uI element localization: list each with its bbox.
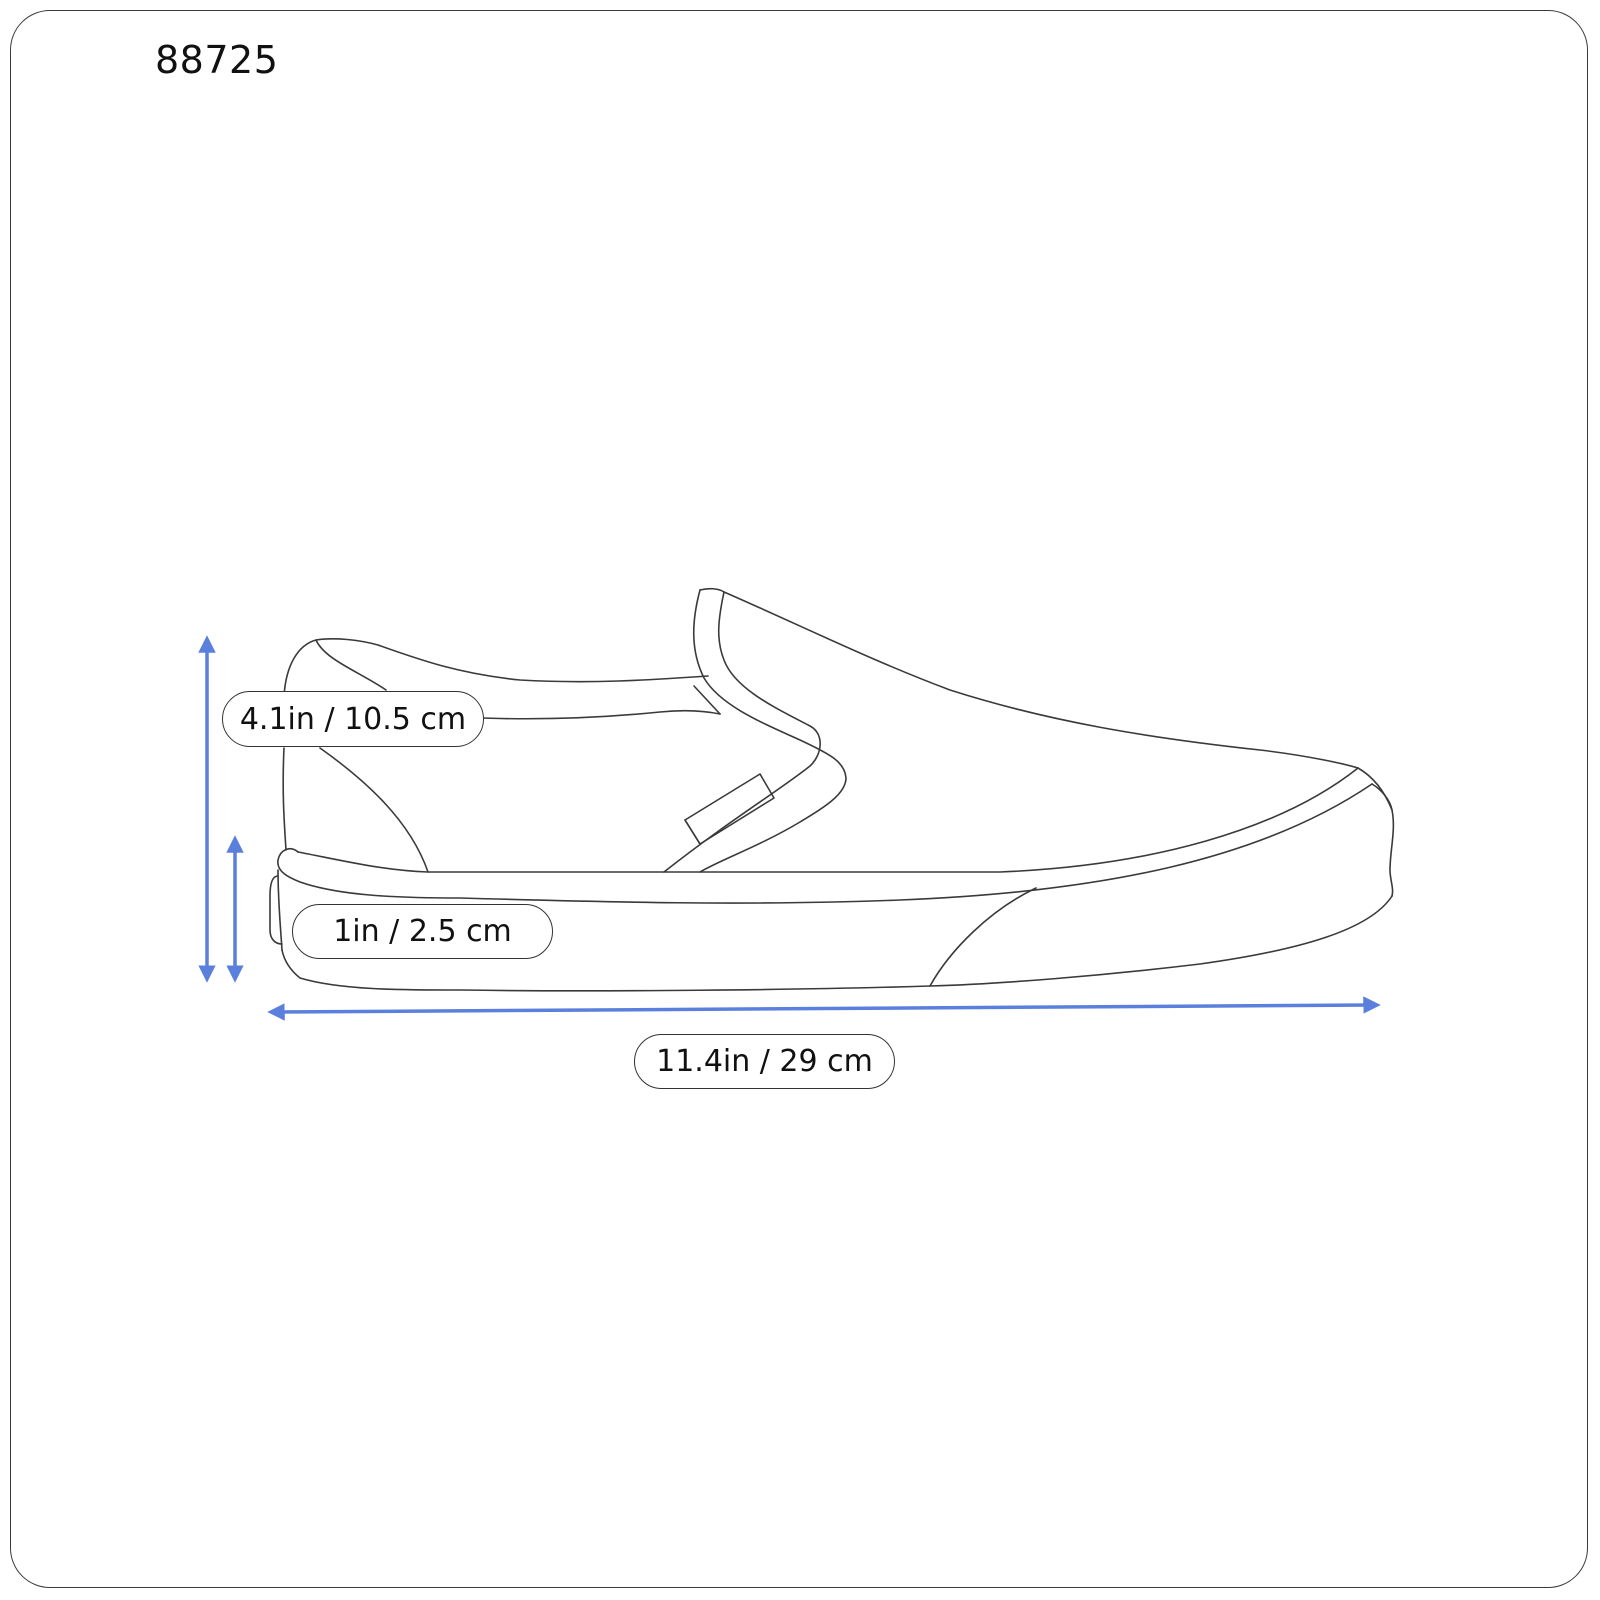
- sole-height-label: 1in / 2.5 cm: [292, 904, 553, 959]
- length-label: 11.4in / 29 cm: [634, 1034, 895, 1089]
- shoe-icon: [269, 587, 1395, 992]
- card-frame: [10, 10, 1588, 1588]
- product-id: 88725: [155, 38, 279, 82]
- length-arrow: [267, 996, 1381, 1021]
- dimension-arrows: [198, 635, 1381, 1021]
- height-label: 4.1in / 10.5 cm: [222, 691, 484, 747]
